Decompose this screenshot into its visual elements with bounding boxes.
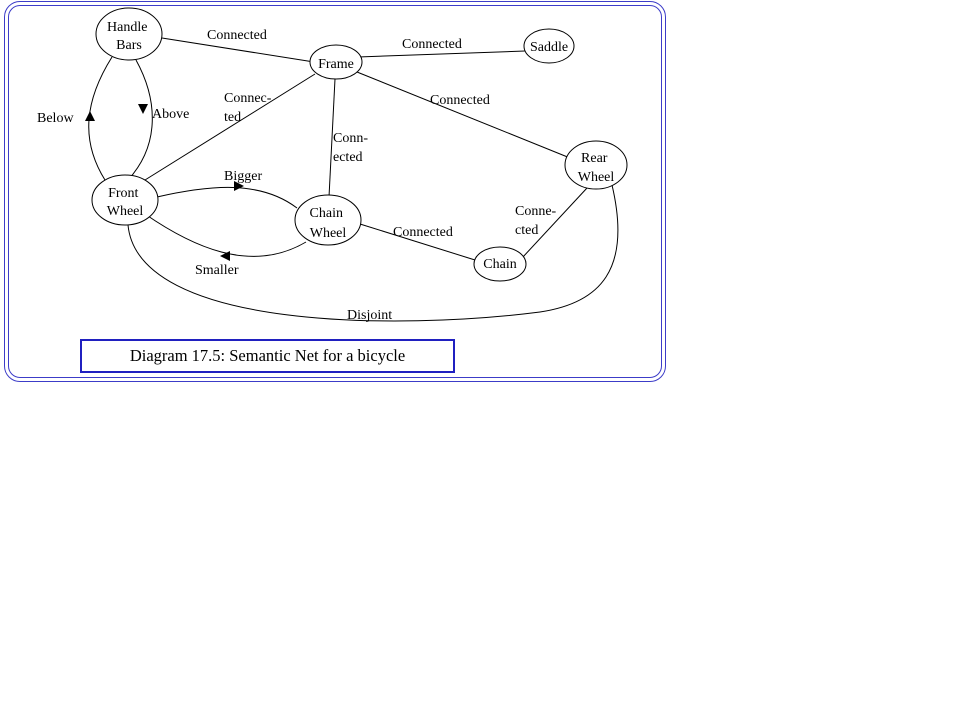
node-label-rear-wheel: Rear Wheel — [578, 151, 615, 185]
arrow-above-head — [138, 104, 148, 114]
edge-label-below: Below — [37, 111, 74, 126]
node-label-handle-bars: Handle Bars — [107, 20, 151, 53]
edge-front-rear-disjoint — [127, 184, 619, 322]
node-front-wheel — [91, 174, 159, 226]
arrow-below-head — [85, 111, 95, 121]
edge-frame-saddle — [357, 50, 526, 58]
inner-frame — [8, 5, 662, 378]
node-label-chain: Chain — [483, 257, 516, 272]
node-label-frame: Frame — [318, 57, 354, 72]
diagram-caption: Diagram 17.5: Semantic Net for a bicycle — [129, 346, 406, 365]
edge-label-bigger: Bigger — [224, 169, 262, 184]
edge-handle-front-above — [127, 59, 153, 181]
node-frame — [309, 44, 363, 80]
edge-frame-chainwheel — [328, 78, 336, 198]
edge-frame-rear — [356, 71, 571, 159]
node-handle-bars — [95, 7, 163, 61]
outer-frame — [4, 1, 666, 382]
node-rear-wheel — [564, 140, 628, 190]
node-chain-wheel — [294, 194, 362, 246]
edge-label-frame-rear: Connected — [430, 93, 490, 108]
arrow-bigger-head — [234, 181, 244, 191]
edge-label-frame-front: Connec- ted — [224, 91, 275, 125]
edge-chainwheel-chain — [359, 223, 476, 261]
node-chain — [473, 246, 527, 282]
arrow-smaller-head — [220, 251, 230, 261]
edge-label-handle-frame: Connected — [207, 28, 267, 43]
edge-chain-rear — [521, 187, 588, 259]
edge-chainwheel-front-smaller — [144, 213, 307, 257]
edge-label-disjoint: Disjoint — [347, 308, 392, 323]
node-label-chain-wheel: Chain Wheel — [310, 206, 347, 241]
node-saddle — [523, 28, 575, 64]
node-label-saddle: Saddle — [530, 40, 568, 55]
edge-label-frame-saddle: Connected — [402, 37, 462, 52]
edge-label-chainwheel-chain: Connected — [393, 225, 453, 240]
caption-box: Diagram 17.5: Semantic Net for a bicycle — [80, 339, 455, 373]
edge-label-smaller: Smaller — [195, 263, 239, 278]
edge-frame-front — [144, 73, 316, 181]
edge-label-above: Above — [152, 107, 189, 122]
edge-handle-frame — [161, 37, 315, 63]
edge-label-chain-rear: Conne- cted — [515, 204, 560, 238]
edge-front-chainwheel-bigger — [156, 186, 298, 209]
edge-label-frame-chainwheel: Conn- ected — [333, 131, 372, 165]
node-label-front-wheel: Front Wheel — [107, 186, 144, 219]
